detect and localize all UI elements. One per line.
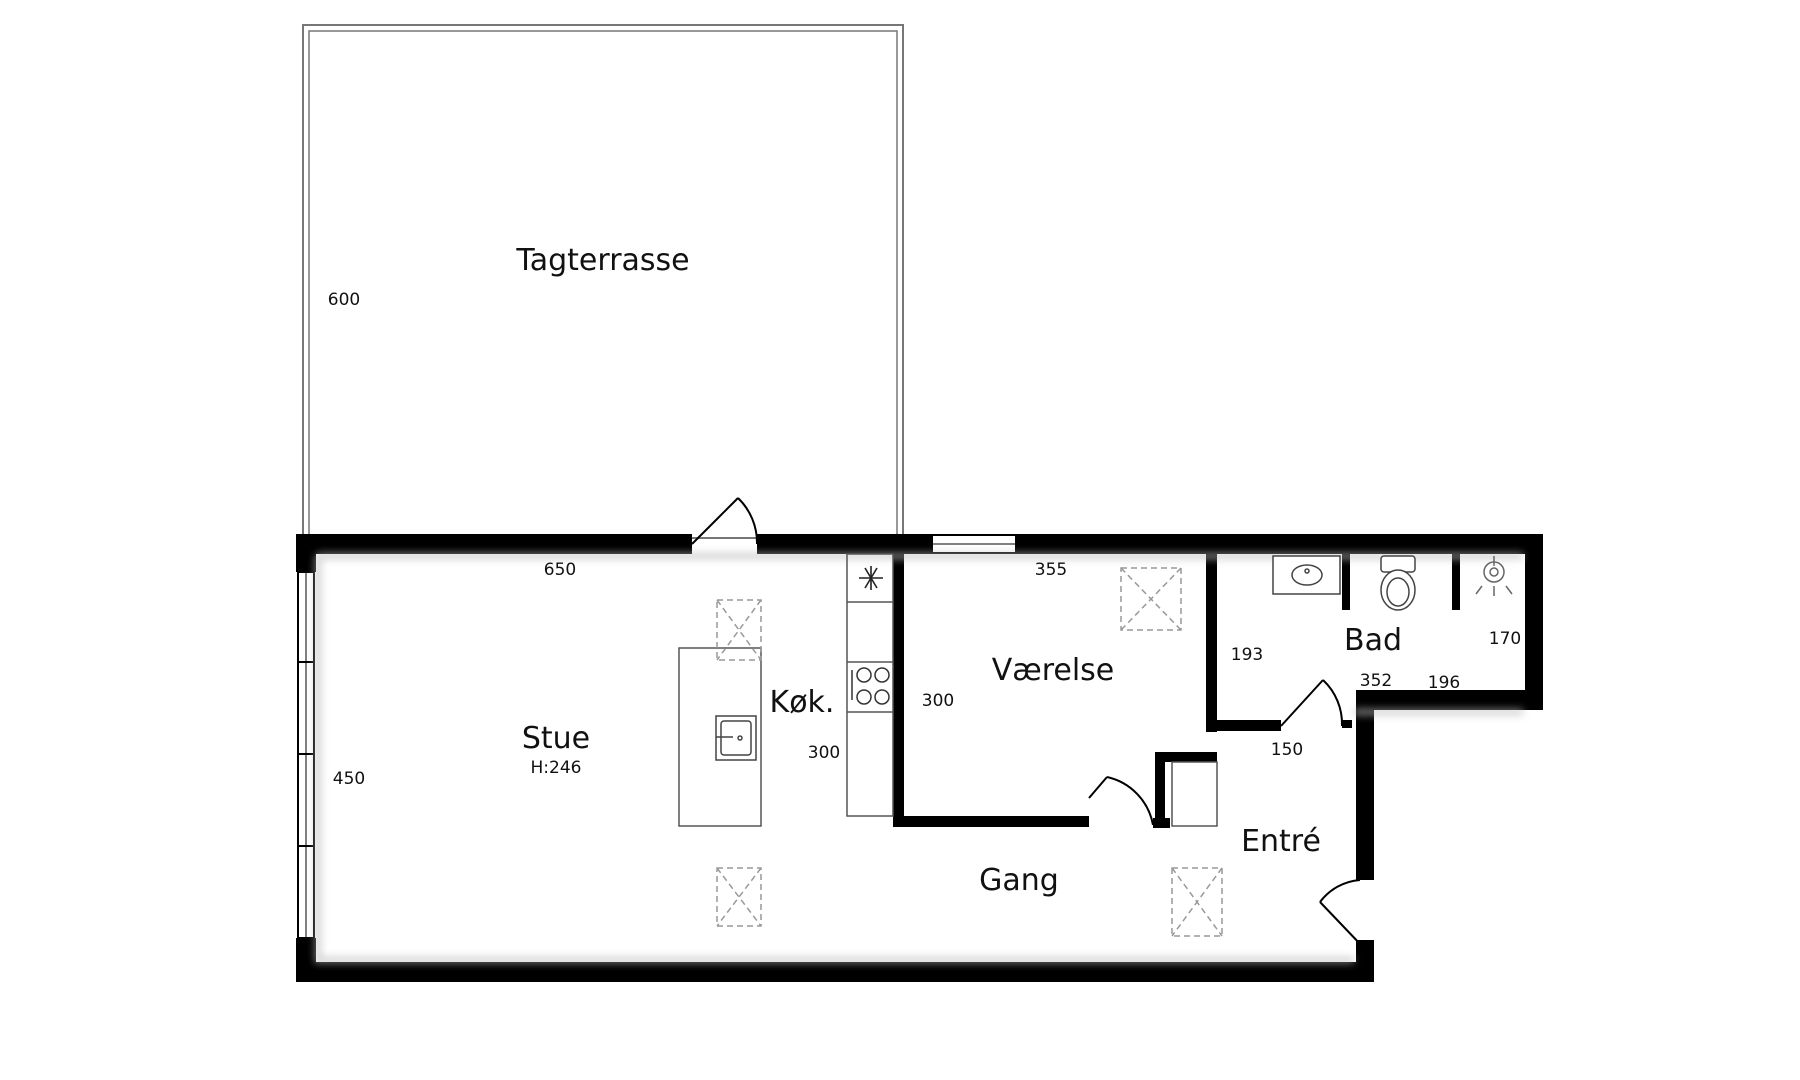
skylight-icon (716, 599, 762, 661)
dim-shower-depth: 170 (1489, 629, 1521, 649)
skylight-icon (1120, 567, 1182, 631)
skylights (716, 567, 1223, 937)
wall-shadows (315, 553, 1523, 963)
terrace (302, 22, 904, 539)
dim-terrace-side: 600 (328, 290, 360, 310)
skylight-icon (716, 867, 762, 927)
kitchen-counter (846, 553, 894, 817)
top-window (931, 534, 1017, 554)
room-height-stue: H:246 (531, 758, 582, 778)
room-label-gang: Gang (979, 863, 1059, 898)
dim-entre-width: 150 (1271, 740, 1303, 760)
dim-vaerelse-depth: 300 (922, 691, 954, 711)
room-label-kok: Køk. (770, 685, 835, 720)
doors (691, 497, 1363, 947)
walls (296, 534, 1543, 982)
closet (1171, 761, 1218, 827)
freezer-icon (859, 566, 883, 590)
room-label-vaerelse: Værelse (992, 653, 1115, 688)
skylight-icon (1171, 867, 1223, 937)
sink-icon (715, 715, 757, 761)
dim-kitchen-length: 300 (808, 743, 840, 763)
left-windows (297, 571, 315, 939)
shower-icon (1475, 556, 1513, 596)
dim-shower-width: 196 (1428, 673, 1460, 693)
room-label-tagterrasse: Tagterrasse (515, 243, 689, 278)
bathroom-sink-icon (1272, 555, 1341, 595)
room-label-bad: Bad (1344, 623, 1402, 658)
dim-stue-width: 650 (544, 560, 576, 580)
toilet-icon (1380, 555, 1416, 611)
room-label-entre: Entré (1241, 824, 1321, 859)
dim-bad-width: 352 (1360, 671, 1392, 691)
cooktop-icon (851, 667, 890, 705)
room-label-stue: Stue (522, 721, 590, 756)
dim-bad-depth: 193 (1231, 645, 1263, 665)
dim-stue-depth: 450 (333, 769, 365, 789)
dim-vaerelse-width: 355 (1035, 560, 1067, 580)
